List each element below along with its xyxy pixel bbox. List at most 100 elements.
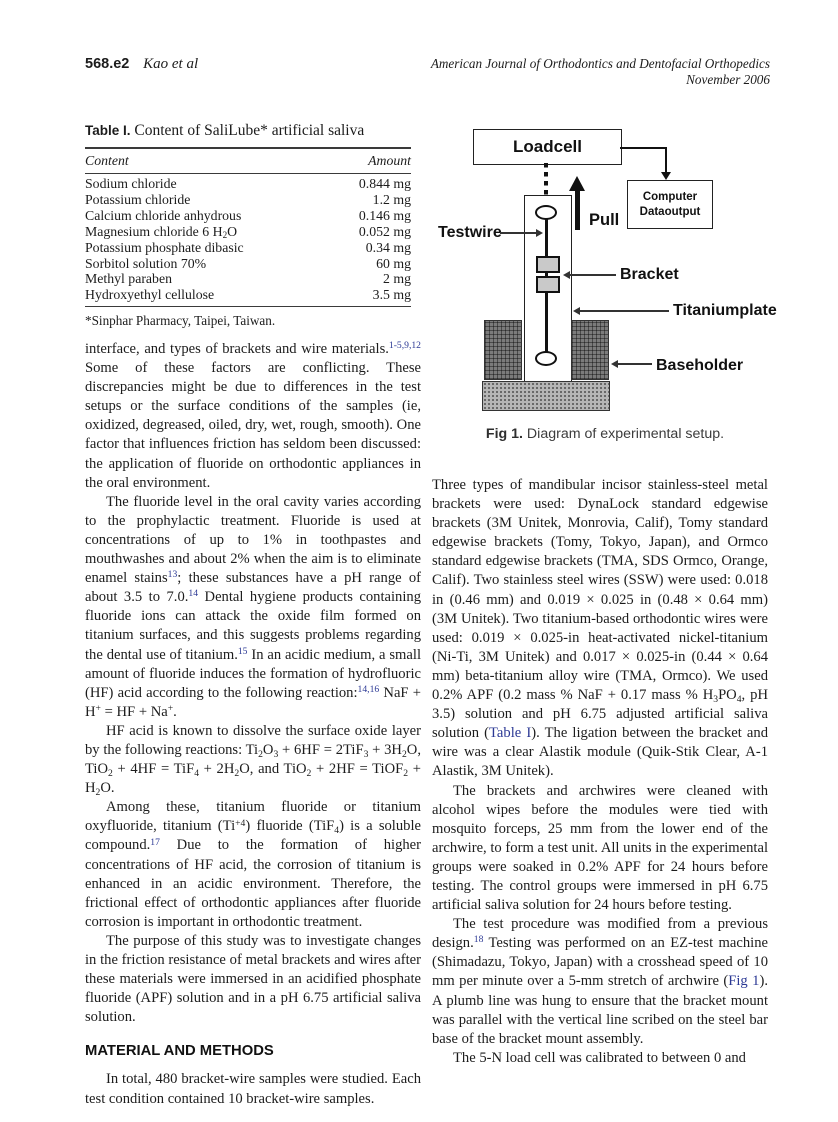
citation-link[interactable]: 13 bbox=[167, 569, 178, 581]
arrow-left-icon bbox=[563, 271, 570, 279]
testwire-pointer-line bbox=[500, 232, 538, 234]
text-run: PO bbox=[718, 687, 737, 704]
table-row: Sorbitol solution 70% 60 mg bbox=[85, 256, 411, 272]
text-run: The brackets and archwires were cleaned … bbox=[432, 782, 768, 914]
text-run: Calcium chloride anhydrous bbox=[85, 207, 242, 223]
text-run: . bbox=[173, 703, 177, 720]
cell-content: Hydroxyethyl cellulose bbox=[85, 287, 214, 303]
baseholder-block-left bbox=[484, 320, 522, 380]
text-run: + 2H bbox=[199, 761, 235, 778]
text-run: ). A plumb line was hung to ensure that … bbox=[432, 973, 768, 1047]
cell-content: Sorbitol solution 70% bbox=[85, 256, 206, 272]
text-run: In total, 480 bracket-wire samples were … bbox=[85, 1071, 421, 1107]
text-run: + bbox=[167, 702, 174, 714]
figure-caption-label: Fig 1. bbox=[485, 426, 523, 442]
computer-dataoutput-box: Computer Dataoutput bbox=[627, 180, 713, 229]
connector-line bbox=[665, 147, 667, 174]
cell-amount: 0.34 mg bbox=[365, 239, 411, 255]
figure-caption-text: Diagram of experimental setup. bbox=[526, 426, 725, 442]
text-run: In an acidic medium, a small amount of f… bbox=[85, 646, 421, 701]
text-run: ) fluoride (TiF bbox=[245, 818, 335, 835]
text-run: + H bbox=[85, 761, 421, 797]
text-run: ; these substances have a pH range of ab… bbox=[85, 570, 422, 606]
computer-label-line2: Dataoutput bbox=[639, 205, 701, 218]
citation-link[interactable]: 14 bbox=[188, 588, 199, 600]
cell-amount: 3.5 mg bbox=[372, 287, 411, 303]
text-run: 2 bbox=[222, 230, 228, 241]
text-run: 3 bbox=[273, 748, 279, 760]
paragraph: The test procedure was modified from a p… bbox=[432, 915, 768, 1049]
citation-link[interactable]: 1-5,9,12 bbox=[388, 340, 421, 352]
crossref-link[interactable]: Fig 1 bbox=[728, 973, 760, 990]
text-run: Due to the formation of higher concentra… bbox=[85, 837, 421, 930]
text-run: 3 bbox=[363, 748, 369, 760]
text-run: The purpose of this study was to investi… bbox=[85, 932, 421, 1026]
wire-bottom-loop bbox=[535, 351, 557, 366]
text-run: Among these, titanium fluoride or titani… bbox=[85, 799, 421, 835]
cell-amount: 0.052 mg bbox=[358, 223, 411, 239]
journal-title: American Journal of Orthodontics and Den… bbox=[430, 56, 770, 71]
paragraph: interface, and types of brackets and wir… bbox=[85, 340, 421, 493]
running-authors: Kao et al bbox=[143, 56, 199, 72]
cell-amount: 0.844 mg bbox=[358, 176, 411, 191]
bracket-label: Bracket bbox=[620, 266, 679, 283]
text-run: 2 bbox=[108, 767, 113, 779]
citation-link[interactable]: 15 bbox=[237, 645, 248, 657]
text-run: 3 bbox=[713, 693, 719, 705]
bracket-shape-upper bbox=[536, 256, 560, 273]
baseholder-pointer-line bbox=[618, 363, 652, 365]
citation-link[interactable]: 14,16 bbox=[357, 683, 380, 695]
table-label: Table I. bbox=[85, 123, 131, 138]
paragraph: Three types of mandibular incisor stainl… bbox=[432, 476, 768, 782]
text-run: NaF + H bbox=[85, 684, 421, 720]
figure-1: Loadcell Computer Dataoutput Pull Testwi… bbox=[432, 118, 778, 468]
text-run: Potassium chloride bbox=[85, 191, 191, 207]
paragraph: The purpose of this study was to investi… bbox=[85, 932, 421, 1027]
page-number: 568.e2 bbox=[85, 56, 130, 72]
page-header-right: American Journal of Orthodontics and Den… bbox=[431, 56, 770, 88]
text-run: + bbox=[95, 702, 101, 714]
table-row: Hydroxyethyl cellulose 3.5 mg bbox=[85, 287, 411, 303]
cell-content: Potassium chloride bbox=[85, 192, 190, 208]
paragraph: The fluoride level in the oral cavity va… bbox=[85, 493, 421, 722]
text-run: Potassium phosphate dibasic bbox=[85, 239, 244, 255]
text-run: 4 bbox=[194, 767, 199, 779]
baseholder-base bbox=[482, 381, 610, 411]
paragraph: Among these, titanium fluoride or titani… bbox=[85, 798, 421, 932]
crossref-link[interactable]: Table I bbox=[489, 725, 532, 742]
text-run: O, TiO bbox=[85, 741, 421, 778]
table-row: Potassium phosphate dibasic 0.34 mg bbox=[85, 240, 411, 256]
arrow-left-icon bbox=[611, 360, 618, 368]
table-header-row: Content Amount bbox=[85, 147, 411, 174]
text-run: Sodium chloride bbox=[85, 176, 177, 191]
citation-link[interactable]: 17 bbox=[150, 836, 160, 848]
arrow-down-icon bbox=[661, 172, 671, 180]
paragraph: The 5-N load cell was calibrated to betw… bbox=[432, 1049, 768, 1068]
titaniumplate-pointer-line bbox=[580, 310, 669, 312]
text-run: + 3H bbox=[368, 741, 402, 758]
text-run: 2 bbox=[306, 767, 312, 779]
text-run: O bbox=[227, 223, 238, 239]
column-header-content: Content bbox=[85, 153, 129, 168]
text-run: + 6HF = 2TiF bbox=[278, 741, 364, 758]
text-run: 2 bbox=[401, 748, 407, 760]
text-run: +4 bbox=[235, 817, 246, 829]
citation-link[interactable]: 18 bbox=[473, 934, 484, 946]
bracket-shape-lower bbox=[536, 276, 560, 293]
dotted-link-line bbox=[544, 163, 548, 205]
table-row: Sodium chloride 0.844 mg bbox=[85, 176, 411, 192]
cell-amount: 60 mg bbox=[376, 255, 411, 271]
text-run: 4 bbox=[334, 825, 340, 837]
paragraph: The brackets and archwires were cleaned … bbox=[432, 782, 768, 916]
text-run: The test procedure was modified from a p… bbox=[432, 916, 768, 952]
text-run: interface, and types of brackets and wir… bbox=[85, 341, 389, 357]
cell-content: Sodium chloride bbox=[85, 176, 177, 192]
table-title: Table I. Content of SaliLube* artificial… bbox=[85, 122, 411, 140]
text-run: + 2HF = TiOF bbox=[311, 761, 404, 778]
text-run: Testing was performed on an EZ-test mach… bbox=[432, 935, 768, 990]
arrow-right-icon bbox=[536, 229, 543, 237]
